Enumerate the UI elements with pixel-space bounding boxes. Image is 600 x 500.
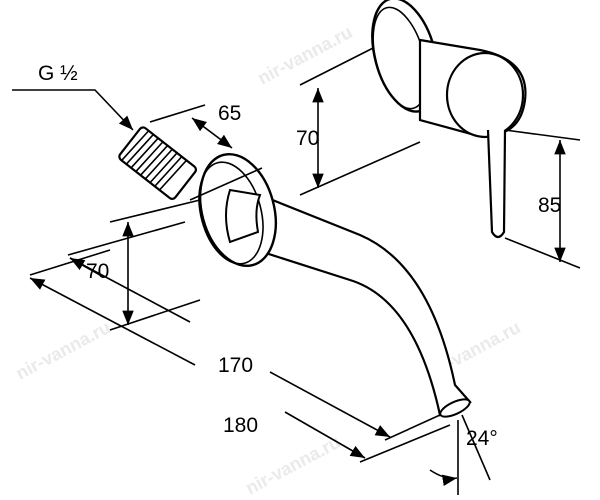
spout xyxy=(223,183,472,418)
svg-text:nir-vanna.ru: nir-vanna.ru xyxy=(254,22,355,88)
spout-flange xyxy=(198,152,277,268)
svg-text:nir-vanna.ru: nir-vanna.ru xyxy=(242,432,343,498)
svg-text:70: 70 xyxy=(296,127,319,150)
dimension-spout-angle: 24° xyxy=(429,414,498,495)
dimension-thread-length: 65 xyxy=(149,102,263,201)
dimension-lever-height: 85 xyxy=(538,140,566,262)
svg-text:G ½: G ½ xyxy=(38,62,78,85)
dimension-spout-height: 70 xyxy=(86,199,201,331)
dimension-spout-length-outer: 180 xyxy=(29,249,451,463)
svg-text:70: 70 xyxy=(86,260,109,283)
svg-text:170: 170 xyxy=(218,354,253,377)
svg-text:nir-vanna.ru: nir-vanna.ru xyxy=(12,317,113,383)
threaded-connector xyxy=(118,126,198,200)
svg-text:180: 180 xyxy=(223,414,258,437)
svg-text:24°: 24° xyxy=(466,427,498,450)
dimension-spout-length-inner: 170 xyxy=(67,221,441,441)
thread-callout: G ½ xyxy=(12,62,134,131)
svg-text:65: 65 xyxy=(218,102,241,125)
dimension-mixer-height: 70 xyxy=(296,88,324,188)
mixer-body xyxy=(299,0,581,269)
svg-text:85: 85 xyxy=(538,194,561,217)
